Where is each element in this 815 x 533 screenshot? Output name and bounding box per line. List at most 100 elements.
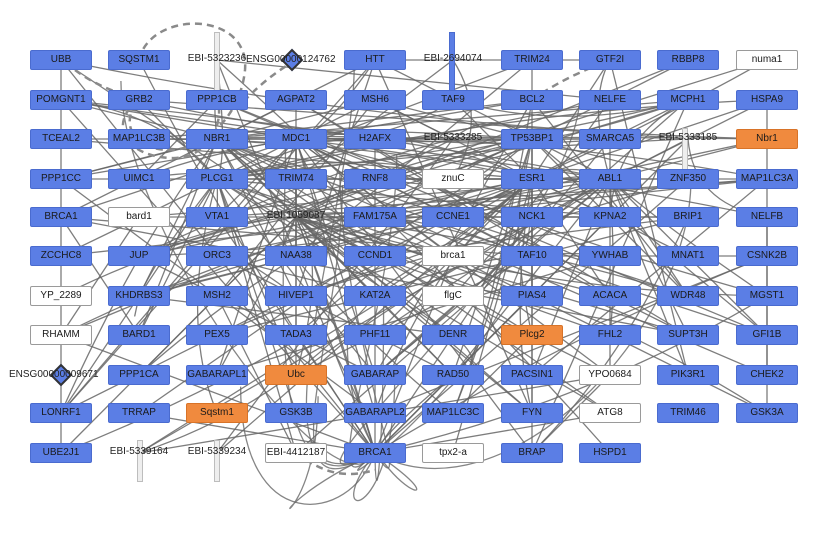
node-ebi-5333185[interactable]: EBI-5333185 — [658, 132, 718, 143]
node-naa38[interactable]: NAA38 — [265, 246, 327, 266]
node-agpat2[interactable]: AGPAT2 — [265, 90, 327, 110]
node-rbbp8[interactable]: RBBP8 — [657, 50, 719, 70]
node-ccnd1[interactable]: CCND1 — [344, 246, 406, 266]
node-khdrbs3[interactable]: KHDRBS3 — [108, 286, 170, 306]
node-trrap[interactable]: TRRAP — [108, 403, 170, 423]
node-fam175a[interactable]: FAM175A — [344, 207, 406, 227]
node-trim74[interactable]: TRIM74 — [265, 169, 327, 189]
node-ccne1[interactable]: CCNE1 — [422, 207, 484, 227]
node-chek2[interactable]: CHEK2 — [736, 365, 798, 385]
node-pomgnt1[interactable]: POMGNT1 — [30, 90, 92, 110]
node-gabarapl2[interactable]: GABARAPL2 — [344, 403, 406, 423]
node-lonrf1[interactable]: LONRF1 — [30, 403, 92, 423]
node-rhamm[interactable]: RHAMM — [30, 325, 92, 345]
node-uimc1[interactable]: UIMC1 — [108, 169, 170, 189]
node-ebi-5333285[interactable]: EBI-5333285 — [423, 132, 483, 143]
node-ppp1cc[interactable]: PPP1CC — [30, 169, 92, 189]
node-ube2j1[interactable]: UBE2J1 — [30, 443, 92, 463]
node-ebi-5339234[interactable]: EBI-5339234 — [187, 446, 247, 457]
node-kpna2[interactable]: KPNA2 — [579, 207, 641, 227]
node-map1lc3a[interactable]: MAP1LC3A — [736, 169, 798, 189]
node-ubc[interactable]: Ubc — [265, 365, 327, 385]
node-htt[interactable]: HTT — [344, 50, 406, 70]
node-ebi-5339164[interactable]: EBI-5339164 — [109, 446, 169, 457]
node-orc3[interactable]: ORC3 — [186, 246, 248, 266]
node-nck1[interactable]: NCK1 — [501, 207, 563, 227]
node-tp53bp1[interactable]: TP53BP1 — [501, 129, 563, 149]
node-csnk2b[interactable]: CSNK2B — [736, 246, 798, 266]
node-gabarapl1[interactable]: GABARAPL1 — [186, 365, 248, 385]
node-numa1[interactable]: numa1 — [736, 50, 798, 70]
node-smarca5[interactable]: SMARCA5 — [579, 129, 641, 149]
node-ebi-5323236[interactable]: EBI-5323236 — [187, 53, 247, 64]
node-pacsin1[interactable]: PACSIN1 — [501, 365, 563, 385]
node-ypo0684[interactable]: YPO0684 — [579, 365, 641, 385]
node-abl1[interactable]: ABL1 — [579, 169, 641, 189]
node-plcg1[interactable]: PLCG1 — [186, 169, 248, 189]
node-tpx2-a[interactable]: tpx2-a — [422, 443, 484, 463]
node-nbr1[interactable]: Nbr1 — [736, 129, 798, 149]
node-fyn[interactable]: FYN — [501, 403, 563, 423]
node-znf350[interactable]: ZNF350 — [657, 169, 719, 189]
node-hspa9[interactable]: HSPA9 — [736, 90, 798, 110]
node-ebi-1059087[interactable]: EBI-1059087 — [266, 210, 326, 221]
node-pias4[interactable]: PIAS4 — [501, 286, 563, 306]
node-brca1[interactable]: BRCA1 — [30, 207, 92, 227]
node-kat2a[interactable]: KAT2A — [344, 286, 406, 306]
node-bcl2[interactable]: BCL2 — [501, 90, 563, 110]
node-taf9[interactable]: TAF9 — [422, 90, 484, 110]
node-map1lc3c[interactable]: MAP1LC3C — [422, 403, 484, 423]
node-atg8[interactable]: ATG8 — [579, 403, 641, 423]
node-brap[interactable]: BRAP — [501, 443, 563, 463]
node-ebi-4412187[interactable]: EBI-4412187 — [265, 443, 327, 463]
node-znuc[interactable]: znuC — [422, 169, 484, 189]
node-acaca[interactable]: ACACA — [579, 286, 641, 306]
node-mcph1[interactable]: MCPH1 — [657, 90, 719, 110]
node-pik3r1[interactable]: PIK3R1 — [657, 365, 719, 385]
node-gsk3b[interactable]: GSK3B — [265, 403, 327, 423]
node-sqstm1[interactable]: Sqstm1 — [186, 403, 248, 423]
node-ebi-2694074[interactable]: EBI-2694074 — [423, 53, 483, 64]
node-gtf2i[interactable]: GTF2I — [579, 50, 641, 70]
node-ppp1ca[interactable]: PPP1CA — [108, 365, 170, 385]
node-trim46[interactable]: TRIM46 — [657, 403, 719, 423]
node-tceal2[interactable]: TCEAL2 — [30, 129, 92, 149]
node-ubb[interactable]: UBB — [30, 50, 92, 70]
node-jup[interactable]: JUP — [108, 246, 170, 266]
node-mnat1[interactable]: MNAT1 — [657, 246, 719, 266]
node-phf11[interactable]: PHF11 — [344, 325, 406, 345]
node-rad50[interactable]: RAD50 — [422, 365, 484, 385]
node-grb2[interactable]: GRB2 — [108, 90, 170, 110]
node-mgst1[interactable]: MGST1 — [736, 286, 798, 306]
node-taf10[interactable]: TAF10 — [501, 246, 563, 266]
node-pex5[interactable]: PEX5 — [186, 325, 248, 345]
node-nbr1[interactable]: NBR1 — [186, 129, 248, 149]
node-brca1[interactable]: BRCA1 — [344, 443, 406, 463]
node-fhl2[interactable]: FHL2 — [579, 325, 641, 345]
node-gsk3a[interactable]: GSK3A — [736, 403, 798, 423]
node-vta1[interactable]: VTA1 — [186, 207, 248, 227]
node-map1lc3b[interactable]: MAP1LC3B — [108, 129, 170, 149]
node-esr1[interactable]: ESR1 — [501, 169, 563, 189]
node-yp-2289[interactable]: YP_2289 — [30, 286, 92, 306]
node-brca1[interactable]: brca1 — [422, 246, 484, 266]
node-bard1[interactable]: bard1 — [108, 207, 170, 227]
node-tada3[interactable]: TADA3 — [265, 325, 327, 345]
node-ppp1cb[interactable]: PPP1CB — [186, 90, 248, 110]
node-trim24[interactable]: TRIM24 — [501, 50, 563, 70]
node-zcchc8[interactable]: ZCCHC8 — [30, 246, 92, 266]
node-nelfb[interactable]: NELFB — [736, 207, 798, 227]
node-flgc[interactable]: flgC — [422, 286, 484, 306]
node-hspd1[interactable]: HSPD1 — [579, 443, 641, 463]
node-mdc1[interactable]: MDC1 — [265, 129, 327, 149]
node-brip1[interactable]: BRIP1 — [657, 207, 719, 227]
node-ywhab[interactable]: YWHAB — [579, 246, 641, 266]
node-sqstm1[interactable]: SQSTM1 — [108, 50, 170, 70]
node-msh6[interactable]: MSH6 — [344, 90, 406, 110]
node-denr[interactable]: DENR — [422, 325, 484, 345]
node-bard1[interactable]: BARD1 — [108, 325, 170, 345]
node-nelfe[interactable]: NELFE — [579, 90, 641, 110]
node-msh2[interactable]: MSH2 — [186, 286, 248, 306]
node-plcg2[interactable]: Plcg2 — [501, 325, 563, 345]
node-gabarap[interactable]: GABARAP — [344, 365, 406, 385]
